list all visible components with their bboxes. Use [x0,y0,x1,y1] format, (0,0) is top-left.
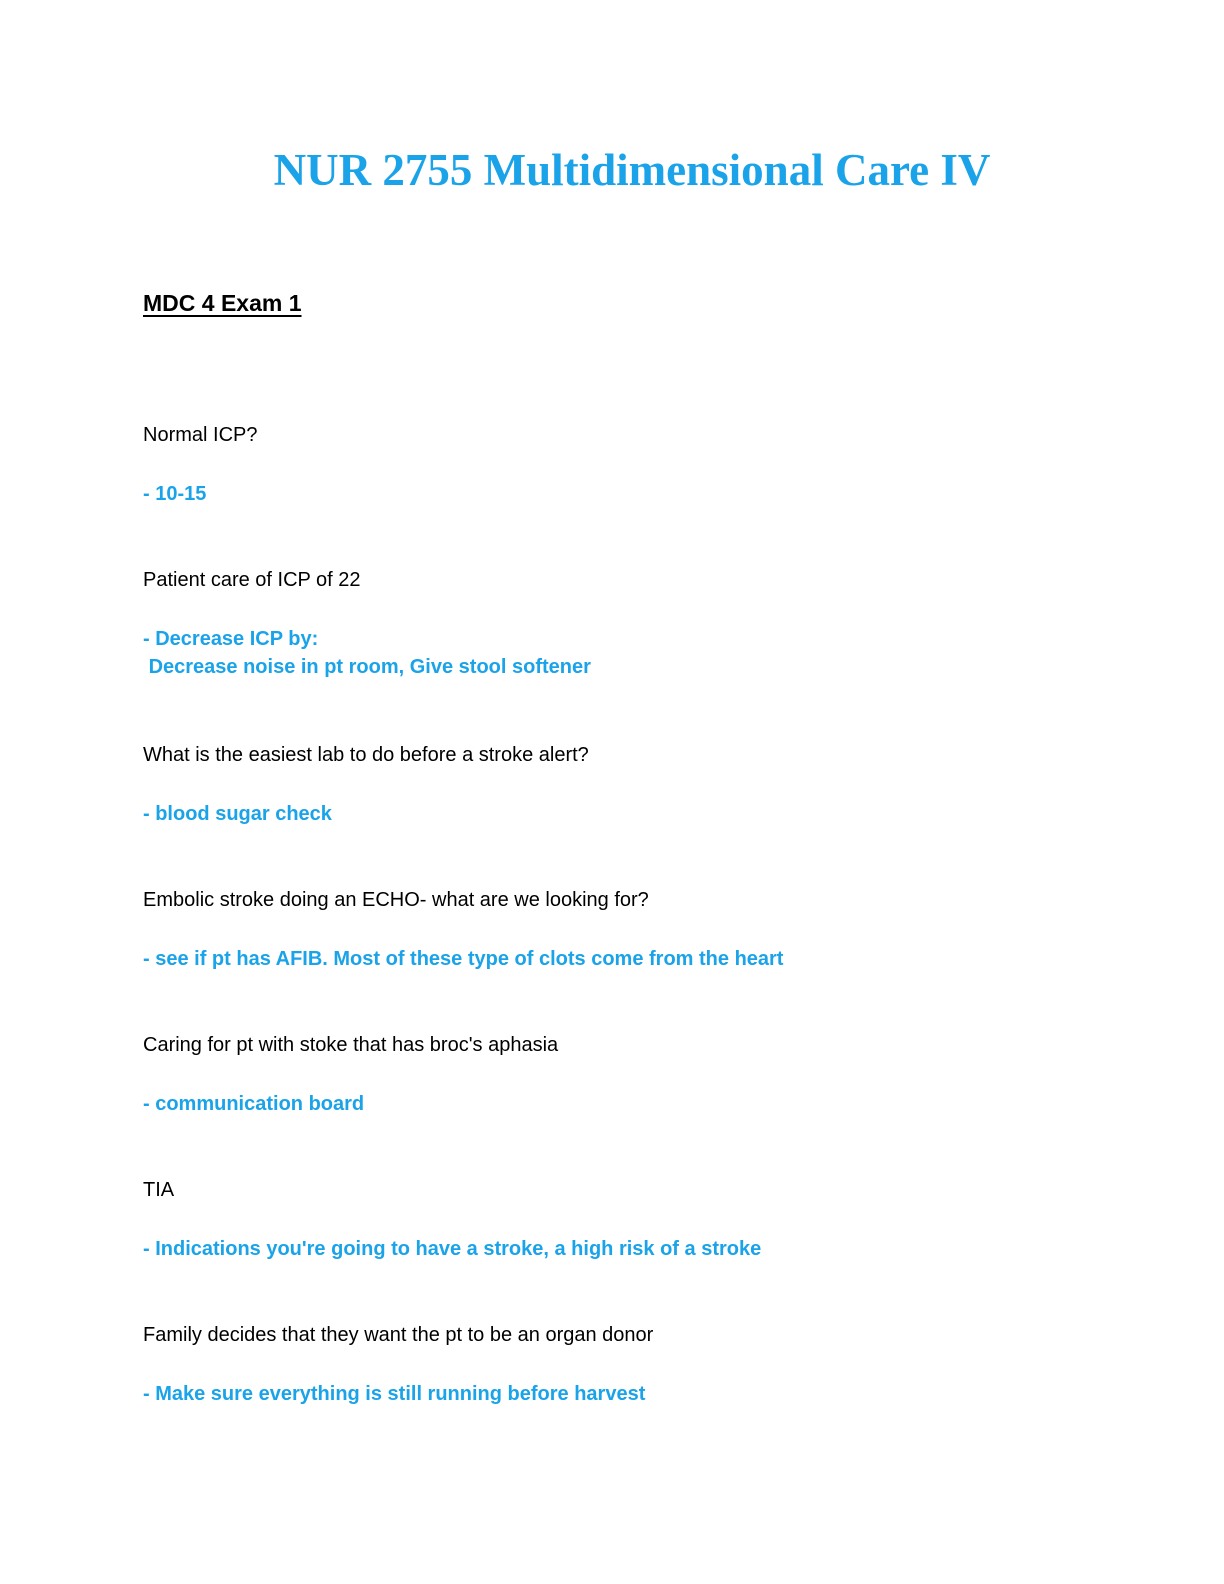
page-title: NUR 2755 Multidimensional Care IV [273,145,991,195]
qa-item: TIA - Indications you're going to have a… [143,1176,1103,1263]
qa-item: Embolic stroke doing an ECHO- what are w… [143,886,1103,973]
answer-text: - blood sugar check [143,803,332,825]
question-text: Patient care of ICP of 22 [143,569,361,591]
qa-item: Patient care of ICP of 22 - Decrease ICP… [143,566,1103,681]
answer-text: - Indications you're going to have a str… [143,1238,762,1260]
qa-item: What is the easiest lab to do before a s… [143,741,1103,828]
qa-item: Caring for pt with stoke that has broc's… [143,1031,1103,1118]
exam-heading: MDC 4 Exam 1 [143,290,302,316]
qa-item: Normal ICP? - 10-15 [143,421,1103,508]
answer-text: - communication board [143,1093,365,1115]
answer-text: - Make sure everything is still running … [143,1383,646,1405]
question-text: What is the easiest lab to do before a s… [143,744,589,766]
question-text: Family decides that they want the pt to … [143,1324,654,1346]
question-text: TIA [143,1179,175,1201]
question-text: Normal ICP? [143,424,258,446]
question-text: Embolic stroke doing an ECHO- what are w… [143,889,649,911]
answer-text: - see if pt has AFIB. Most of these type… [143,948,784,970]
answer-text: - 10-15 [143,483,207,505]
qa-item: Family decides that they want the pt to … [143,1321,1103,1408]
question-text: Caring for pt with stoke that has broc's… [143,1034,559,1056]
answer-text: - Decrease ICP by: Decrease noise in pt … [143,628,591,678]
